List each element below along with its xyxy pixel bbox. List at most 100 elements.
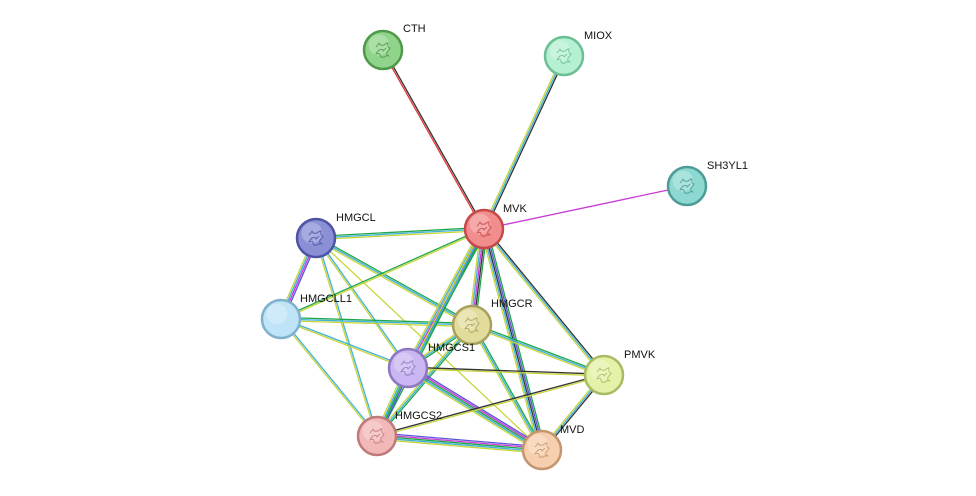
- node-label-mvk: MVK: [503, 203, 528, 215]
- node-hmgcs2[interactable]: [356, 415, 398, 457]
- edge-evidence-line: [377, 229, 486, 438]
- edge-evidence-line: [408, 366, 605, 375]
- edge-hmgcl-mvk[interactable]: [315, 226, 485, 241]
- node-mvd[interactable]: [521, 429, 563, 471]
- edge-evidence-line: [409, 364, 545, 448]
- edge-evidence-line: [376, 436, 542, 453]
- protein-structure-icon: [400, 360, 416, 376]
- edge-evidence-line: [280, 319, 472, 328]
- edge-evidence-line: [472, 323, 544, 450]
- edge-evidence-line: [376, 373, 604, 436]
- edge-evidence-line: [483, 228, 605, 376]
- node-mvk[interactable]: [463, 208, 505, 250]
- node-highlight: [672, 170, 694, 192]
- node-cth[interactable]: [362, 29, 404, 71]
- edge-evidence-line: [315, 228, 485, 239]
- node-pmvk[interactable]: [583, 354, 625, 396]
- edge-evidence-line: [279, 319, 377, 437]
- edge-evidence-line: [484, 227, 606, 375]
- edge-hmgcs2-mvd[interactable]: [376, 432, 543, 454]
- edge-evidence-line: [483, 185, 688, 230]
- edge-evidence-line: [315, 237, 473, 326]
- edge-hmgcr-pmvk[interactable]: [471, 322, 605, 378]
- node-label-mvd: MVD: [560, 424, 585, 436]
- edge-cth-mvk[interactable]: [381, 49, 486, 230]
- edge-evidence-line: [481, 55, 564, 229]
- edge-evidence-line: [314, 238, 377, 437]
- edge-hmgcl-hmgcs1[interactable]: [314, 237, 410, 369]
- edge-evidence-line: [471, 324, 543, 451]
- node-highlight: [368, 34, 390, 56]
- edge-hmgcll1-hmgcr[interactable]: [280, 316, 473, 328]
- edge-hmgcl-hmgcr[interactable]: [314, 236, 474, 327]
- node-sh3yl1[interactable]: [666, 165, 708, 207]
- protein-structure-icon: [534, 442, 550, 458]
- node-highlight: [589, 359, 611, 381]
- edge-evidence-line: [376, 435, 543, 451]
- edge-hmgcs2-pmvk[interactable]: [376, 373, 605, 438]
- edge-evidence-line: [377, 432, 543, 448]
- node-miox[interactable]: [543, 35, 585, 77]
- node-highlight: [393, 352, 415, 374]
- edge-hmgcl-hmgcs2[interactable]: [314, 237, 379, 437]
- protein-structure-icon: [596, 367, 612, 383]
- protein-structure-icon: [369, 428, 385, 444]
- node-hmgcs1[interactable]: [387, 347, 429, 389]
- edge-hmgcr-mvd[interactable]: [470, 323, 544, 452]
- node-highlight: [362, 420, 384, 442]
- protein-structure-icon: [556, 48, 572, 64]
- edge-evidence-line: [471, 324, 605, 376]
- protein-structure-icon: [464, 317, 480, 333]
- node-hmgcr[interactable]: [451, 304, 493, 346]
- edge-evidence-line: [377, 325, 474, 438]
- edge-hmgcll1-hmgcs2[interactable]: [279, 318, 379, 437]
- edges-layer: [278, 49, 688, 454]
- edge-evidence-line: [281, 317, 409, 368]
- node-label-hmgcs1: HMGCS1: [428, 342, 475, 354]
- edge-evidence-line: [472, 322, 605, 375]
- node-label-hmgcs2: HMGCS2: [395, 410, 442, 422]
- edge-sh3yl1-mvk[interactable]: [483, 185, 688, 230]
- edge-evidence-line: [407, 368, 604, 377]
- protein-structure-icon: [375, 42, 391, 58]
- edge-hmgcll1-mvk[interactable]: [280, 227, 485, 321]
- node-circle: [260, 298, 302, 340]
- edge-evidence-line: [316, 229, 485, 241]
- protein-structure-icon: [679, 178, 695, 194]
- edge-evidence-line: [377, 433, 543, 450]
- edge-evidence-line: [281, 318, 379, 436]
- edge-hmgcll1-hmgcs1[interactable]: [280, 317, 409, 370]
- edge-evidence-line: [381, 50, 484, 230]
- edge-evidence-line: [480, 229, 540, 451]
- edge-evidence-line: [281, 229, 485, 321]
- node-highlight: [469, 213, 491, 235]
- node-highlight: [527, 434, 549, 456]
- edge-evidence-line: [486, 228, 546, 450]
- edge-evidence-line: [376, 438, 542, 454]
- edge-evidence-line: [314, 238, 408, 369]
- edge-evidence-line: [405, 370, 541, 454]
- node-highlight: [457, 309, 479, 331]
- edge-mvk-pmvk[interactable]: [482, 227, 606, 377]
- edge-evidence-line: [484, 56, 567, 230]
- edge-evidence-line: [483, 55, 565, 230]
- protein-structure-icon: [308, 230, 324, 246]
- edge-hmgcl-mvd[interactable]: [315, 237, 543, 451]
- edge-evidence-line: [404, 227, 482, 367]
- node-hmgcll1[interactable]: [260, 298, 302, 340]
- edge-miox-mvk[interactable]: [481, 55, 567, 230]
- edge-evidence-line: [281, 316, 473, 325]
- edge-evidence-line: [377, 375, 605, 438]
- node-label-pmvk: PMVK: [624, 349, 656, 361]
- node-label-hmgcll1: HMGCLL1: [300, 293, 352, 305]
- edge-evidence-line: [471, 325, 604, 378]
- node-highlight: [549, 40, 571, 62]
- edge-evidence-line: [316, 237, 379, 436]
- edge-evidence-line: [280, 318, 473, 326]
- node-label-cth: CTH: [403, 23, 426, 35]
- edge-evidence-line: [316, 236, 474, 325]
- edge-hmgcs1-pmvk[interactable]: [407, 366, 605, 377]
- edge-evidence-line: [482, 229, 604, 377]
- node-hmgcl[interactable]: [295, 217, 337, 259]
